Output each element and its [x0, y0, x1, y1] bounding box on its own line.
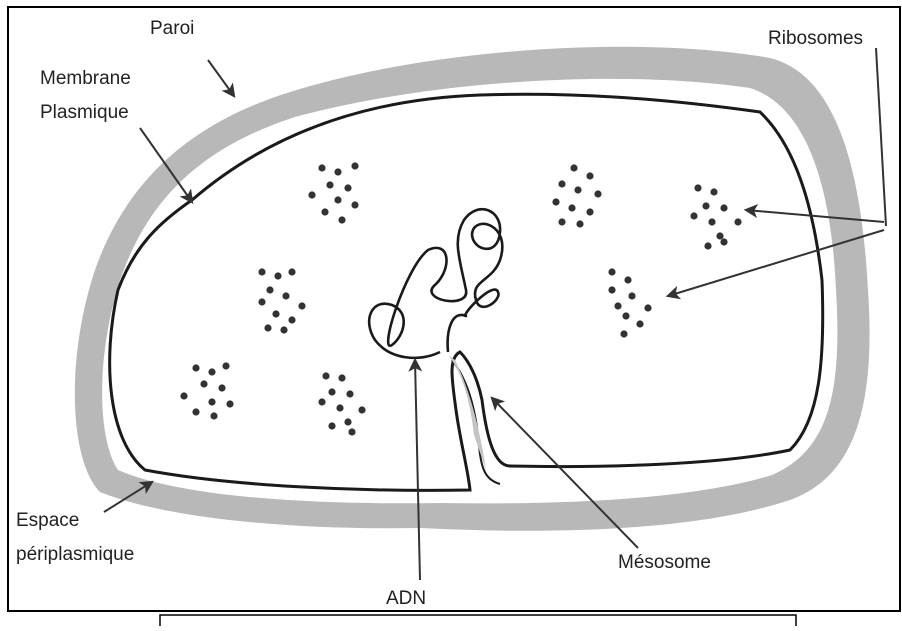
- label-espace-line2: périplasmique: [16, 544, 134, 565]
- label-mesosome: Mésosome: [618, 552, 711, 573]
- ribosomes-leader: [876, 48, 886, 226]
- label-membrane-line2: Plasmique: [40, 102, 129, 123]
- label-ribosomes: Ribosomes: [768, 28, 863, 49]
- caption-box: [160, 615, 796, 626]
- label-espace-line1: Espace: [16, 510, 79, 531]
- label-membrane-line1: Membrane: [40, 68, 131, 89]
- label-paroi: Paroi: [150, 18, 194, 39]
- label-adn: ADN: [386, 588, 426, 609]
- arrow-paroi: [208, 60, 234, 96]
